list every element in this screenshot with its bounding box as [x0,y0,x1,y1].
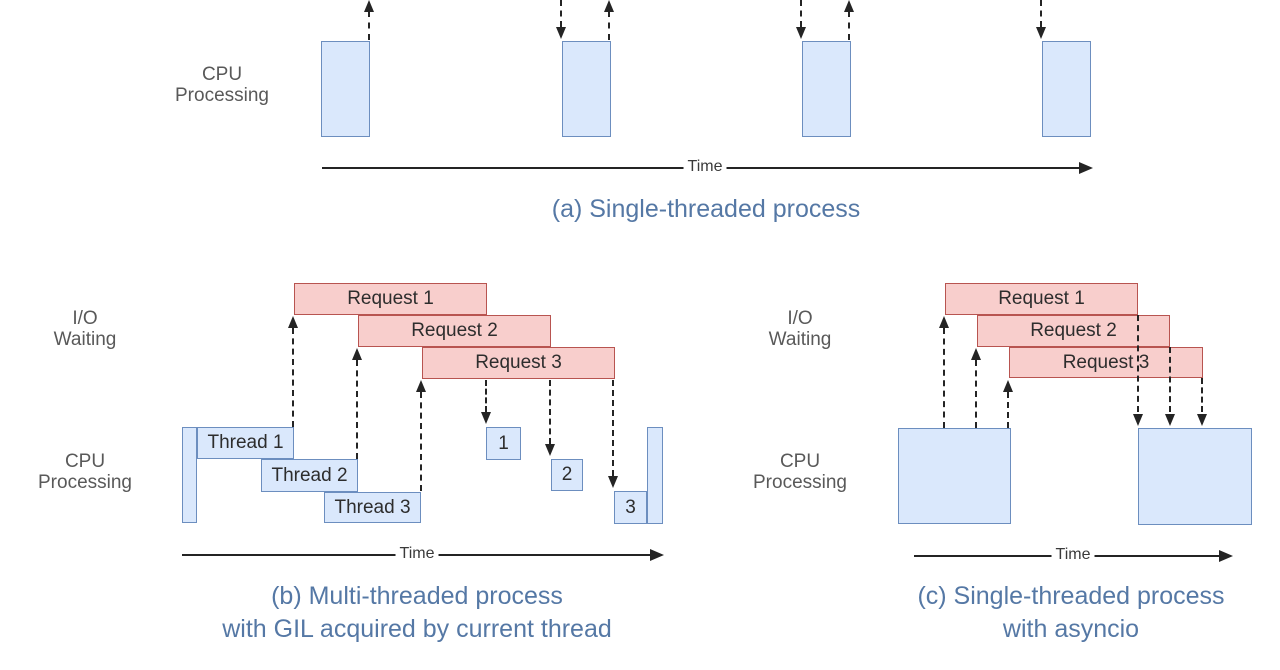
request-box: Request 2 [358,315,551,347]
arrowhead-down-icon [556,27,566,39]
arrowhead-up-icon [1003,380,1013,392]
caption-a: (a) Single-threaded process [551,195,861,223]
arrowhead-up-icon [604,0,614,12]
request-box: Request 1 [294,283,487,315]
io-start-arrow [848,11,850,40]
io-complete-arrow [560,0,562,27]
io-complete-arrow [612,380,614,476]
request-box-label: Request 3 [475,352,562,373]
thread-box: Thread 1 [197,427,294,459]
cpu-burst-box [1042,41,1091,137]
caption-b-line2: with GIL acquired by current thread [222,615,612,643]
cpu-processing-label: CPU Processing [152,64,292,106]
request-box: Request 3 [422,347,615,379]
io-complete-arrow [485,380,487,412]
cpu-block-box [1138,428,1252,525]
io-label-line1: I/O [787,308,813,329]
io-start-arrow [368,11,370,40]
io-complete-arrow [1169,347,1171,412]
time-arrowhead-icon [650,549,664,561]
arrowhead-up-icon [939,316,949,328]
caption-c-line1: (c) Single-threaded process [917,582,1225,610]
cpu-burst-box [802,41,851,137]
arrowhead-up-icon [352,348,362,360]
cpu-block-box [898,428,1011,524]
io-start-arrow [943,328,945,428]
io-start-arrow [608,11,610,40]
cpu-processing-label: CPU Processing [730,451,870,493]
time-label: Time [683,158,727,176]
io-start-arrow [292,328,294,427]
request-box-label: Request 3 [1062,351,1150,373]
thread-box-label: Thread 2 [271,464,348,486]
thread-box-label: Thread 1 [207,432,284,453]
completion-box-label: 1 [498,432,509,454]
arrowhead-up-icon [844,0,854,12]
request-box-label: Request 1 [347,288,434,309]
cpu-label-line1: CPU [201,64,243,85]
completion-box: 2 [551,459,583,491]
arrowhead-down-icon [796,27,806,39]
time-arrowhead-icon [1079,162,1093,174]
request-box-label: Request 2 [411,320,498,341]
completion-box: 1 [486,427,521,460]
io-complete-arrow [549,380,551,444]
thread-box-label: Thread 3 [334,496,411,518]
io-complete-arrow [1201,378,1203,412]
request-box: Request 1 [945,283,1138,315]
thread-box: Thread 3 [324,492,421,523]
arrowhead-down-icon [1133,414,1143,426]
thread-box: Thread 2 [261,459,358,492]
cpu-burst-box [321,41,370,137]
completion-box-label: 2 [561,464,573,485]
io-start-arrow [1007,392,1009,428]
arrowhead-down-icon [608,476,618,488]
cpu-label-line2: Processing [753,472,847,493]
completion-box-label: 3 [625,496,636,518]
arrowhead-down-icon [1165,414,1175,426]
cpu-processing-label: CPU Processing [15,451,155,493]
cpu-label-line1: CPU [64,451,106,472]
arrowhead-up-icon [416,380,426,392]
arrowhead-down-icon [1197,414,1207,426]
io-complete-arrow [1040,0,1042,27]
request-box-label: Request 2 [1030,320,1117,341]
arrowhead-down-icon [545,444,555,456]
arrowhead-down-icon [1036,27,1046,39]
time-arrowhead-icon [1219,550,1233,562]
io-complete-arrow [1137,315,1139,412]
cpu-label-line1: CPU [779,451,821,472]
arrowhead-up-icon [288,316,298,328]
request-box-label: Request 1 [998,288,1085,309]
cpu-burst-box [562,41,611,137]
cpu-label-line2: Processing [175,85,269,106]
arrowhead-down-icon [481,412,491,424]
io-start-arrow [975,360,977,428]
io-label-line1: I/O [72,308,98,329]
cpu-sliver-box [182,427,197,523]
caption-c-line2: with asyncio [1002,615,1140,643]
cpu-label-line2: Processing [38,472,132,493]
io-waiting-label: I/O Waiting [15,308,155,350]
arrowhead-up-icon [364,0,374,12]
arrowhead-up-icon [971,348,981,360]
request-box: Request 2 [977,315,1170,347]
io-label-line2: Waiting [768,329,832,350]
completion-box: 3 [614,491,647,524]
request-box: Request 3 [1009,347,1203,378]
cpu-sliver-box [647,427,663,524]
io-waiting-label: I/O Waiting [730,308,870,350]
io-label-line2: Waiting [53,329,117,350]
time-label: Time [1051,546,1095,564]
io-start-arrow [356,360,358,459]
caption-b-line1: (b) Multi-threaded process [271,582,563,610]
time-label: Time [395,545,439,563]
io-complete-arrow [800,0,802,27]
io-start-arrow [420,392,422,491]
